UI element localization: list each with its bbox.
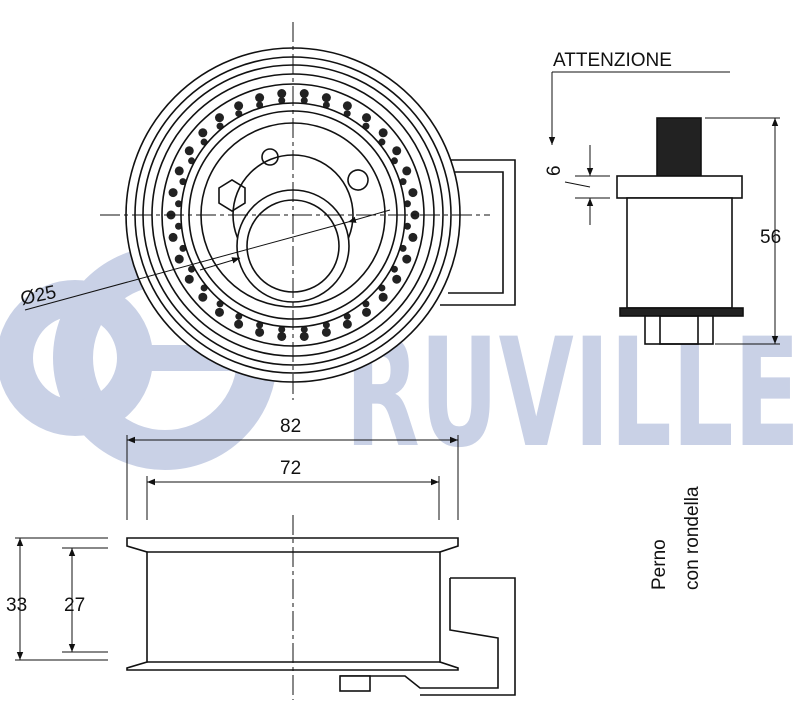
pin-offset-dimension: 6: [544, 165, 565, 176]
bearing-ball: [278, 97, 286, 105]
bearing-ball: [256, 321, 264, 329]
inner-height-dimension: 27: [64, 595, 85, 616]
bearing-ball: [174, 254, 184, 264]
bearing-ball: [175, 222, 183, 230]
side-view: [15, 435, 516, 700]
bearing-ball: [322, 101, 330, 109]
bearing-ball: [299, 89, 309, 99]
outer-width-dimension: 82: [280, 416, 301, 437]
bearing-ball: [392, 274, 402, 284]
bearing-ball: [234, 101, 244, 111]
bearing-ball: [300, 325, 308, 333]
brand-watermark-text: RUVILLE: [345, 307, 800, 481]
bearing-ball: [179, 244, 187, 252]
bearing-ball: [214, 307, 224, 317]
bearing-ball: [402, 166, 412, 176]
bearing-ball: [198, 292, 208, 302]
bearing-ball: [300, 97, 308, 105]
bearing-ball: [362, 113, 372, 123]
bearing-ball: [321, 327, 331, 337]
bearing-ball: [408, 232, 418, 242]
bearing-ball: [174, 166, 184, 176]
bearing-ball: [256, 101, 264, 109]
bearing-ball: [403, 222, 411, 230]
bearing-ball: [342, 101, 352, 111]
bearing-ball: [184, 146, 194, 156]
bearing-ball: [322, 321, 330, 329]
bearing-ball: [175, 200, 183, 208]
bearing-ball: [392, 146, 402, 156]
bearing-ball: [321, 93, 331, 103]
attenzione-warning: ATTENZIONE: [553, 50, 672, 71]
bearing-ball: [378, 128, 388, 138]
bearing-ball: [277, 89, 287, 99]
bearing-ball: [399, 244, 407, 252]
front-view: [24, 22, 516, 400]
bearing-ball: [402, 254, 412, 264]
bearing-ball: [342, 319, 352, 329]
bearing-ball: [255, 327, 265, 337]
bearing-ball: [168, 232, 178, 242]
outer-height-dimension: 33: [6, 595, 27, 616]
bearing-ball: [299, 331, 309, 341]
pin-note-line2: con rondella: [682, 486, 703, 590]
pin-detail: [548, 71, 780, 345]
bearing-ball: [278, 325, 286, 333]
bearing-ball: [198, 128, 208, 138]
bearing-ball: [378, 292, 388, 302]
tensioner-bracket: [440, 159, 516, 306]
bearing-ball: [403, 200, 411, 208]
hex-nut-icon: [218, 179, 246, 212]
bearing-ball: [234, 319, 244, 329]
bearing-ball: [168, 188, 178, 198]
bearing-ball: [255, 93, 265, 103]
bearing-ball: [277, 331, 287, 341]
bearing-ball: [408, 188, 418, 198]
bearing-ball: [214, 113, 224, 123]
bearing-ball: [399, 178, 407, 186]
pin-shaft: [656, 117, 702, 177]
bearing-balls: [166, 89, 420, 341]
bearing-ball: [362, 307, 372, 317]
bearing-ball: [184, 274, 194, 284]
pin-note-line1: Perno: [649, 539, 670, 590]
bearing-ball: [179, 178, 187, 186]
pin-height-dimension: 56: [760, 227, 781, 248]
inner-width-dimension: 72: [280, 458, 301, 479]
